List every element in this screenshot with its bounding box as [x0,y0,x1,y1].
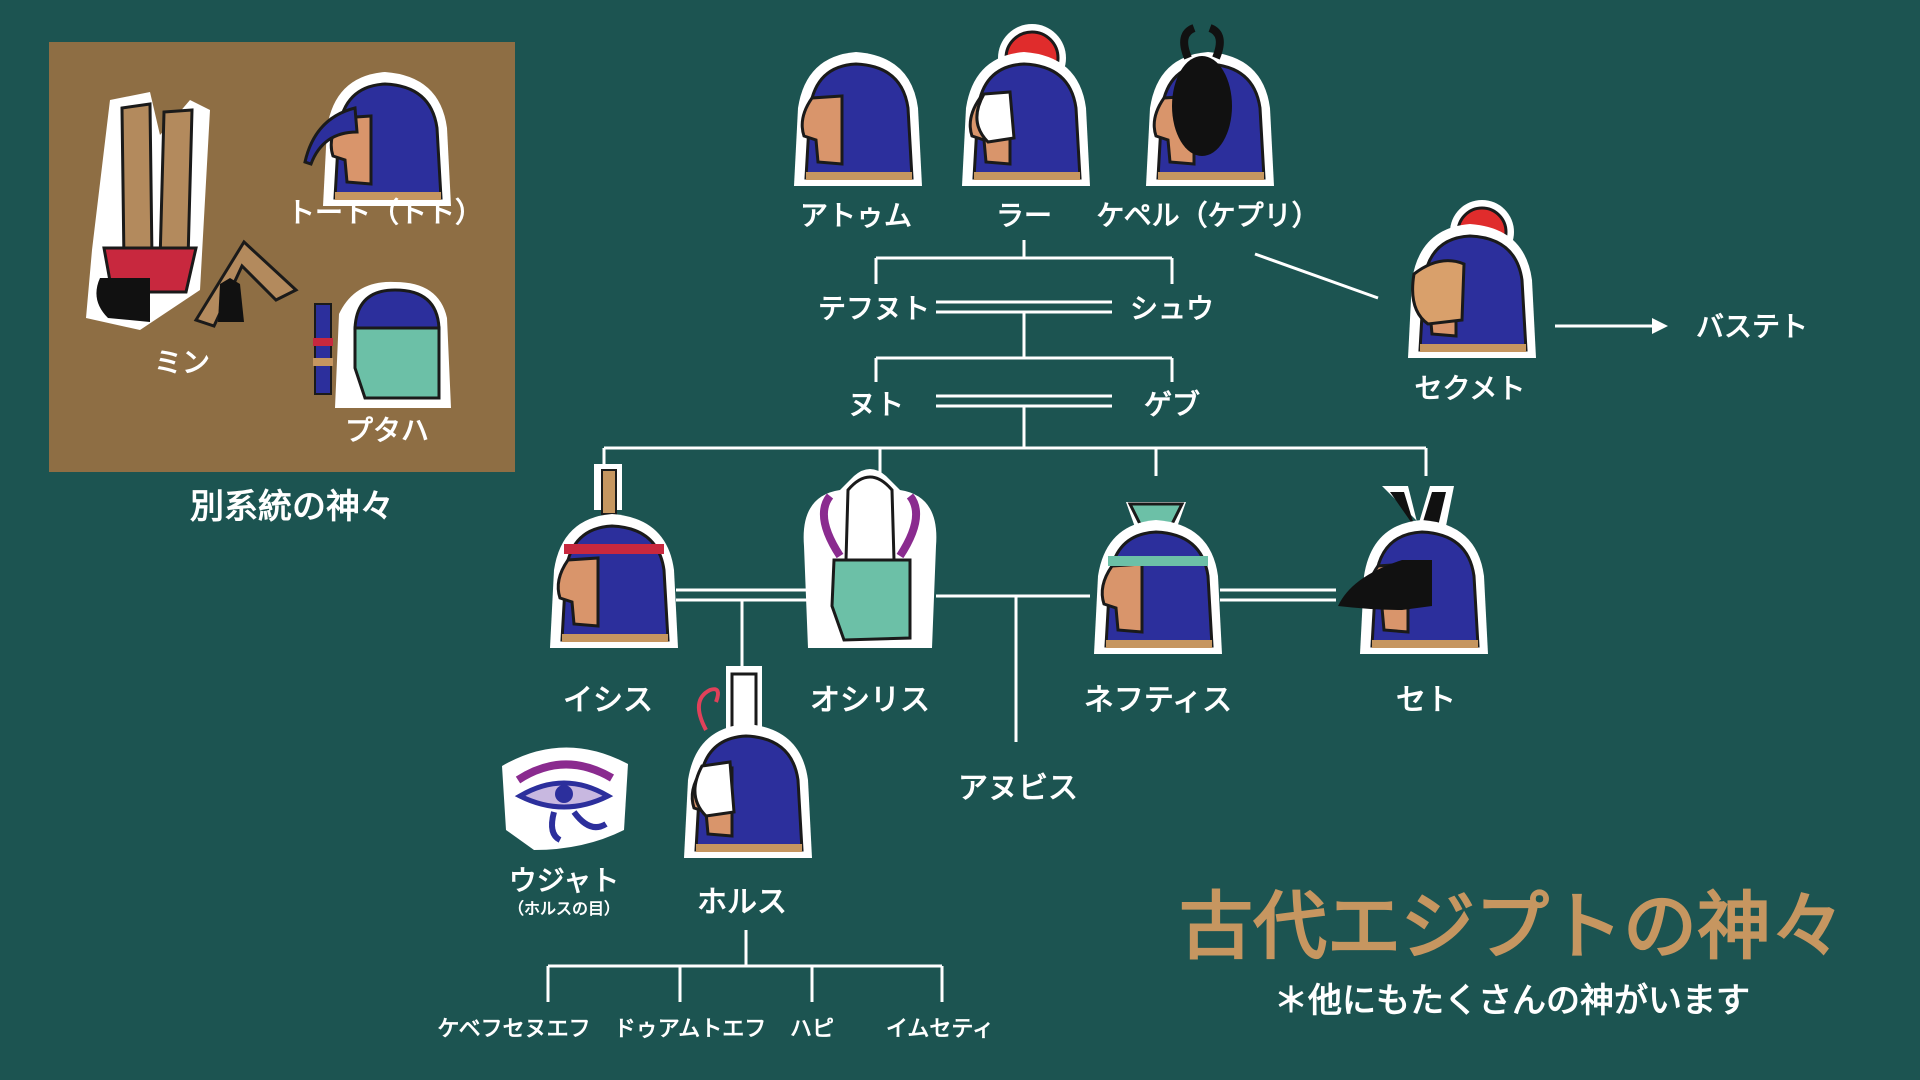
other-lineage-caption: 別系統の神々 [190,487,394,527]
god-name-nephthys: ネフティス [1084,683,1232,718]
ra-children-connector [876,240,1172,284]
horus-children-connector [548,930,942,1002]
nut-geb-children-connector [604,406,1426,476]
other-lineage-panel: ミン トート（トト） プタハ 別系統の神々 [49,42,515,527]
god-name-wadjet: ウジャト [509,864,620,897]
falcon-double-crown-icon [684,666,812,858]
arrow-head-icon [1652,318,1668,334]
god-name-anubis: アヌビス [958,771,1078,806]
god-name-min: ミン [154,346,210,379]
god-name-osiris: オシリス [810,683,930,718]
wadjet-note: （ホルスの目） [508,899,620,918]
set-animal-head-icon [1338,486,1488,654]
throne-crown-head-icon [550,464,678,648]
diagram-subtitle: ＊他にもたくさんの神がいます [1274,981,1750,1021]
god-name-tefnut: テフヌト [818,292,930,325]
god-name-bastet: バステト [1696,310,1808,343]
falcon-sun-disk-icon [962,24,1090,186]
pharaoh-head-icon [794,52,922,186]
god-name-thoth: トート（トト） [287,196,483,229]
son-of-horus-imsety: イムセティ [886,1017,994,1042]
son-of-horus-hapi: ハピ [790,1017,834,1042]
god-name-sekhmet: セクメト [1415,372,1526,405]
khepri-sekhmet-line [1255,254,1378,298]
osiris-nephthys-anubis-connector [936,596,1090,742]
god-name-geb: ゲブ [1144,388,1200,421]
scarab-head-icon [1146,28,1274,186]
house-basket-crown-head-icon [1094,502,1222,654]
god-name-isis: イシス [563,683,653,718]
eye-of-horus-icon [502,747,628,850]
son-of-horus-duamutef: ドゥアムトエフ [614,1017,766,1042]
god-name-horus: ホルス [697,885,787,920]
marriage-line-nephthys-set [1220,590,1336,600]
god-name-khepri: ケペル（ケプリ） [1096,199,1319,232]
god-name-atum: アトゥム [800,199,912,232]
son-of-horus-qebehsenuef: ケベフセヌエフ [437,1017,590,1042]
marriage-line-tefnut-shu [936,302,1112,312]
god-name-ra: ラー [996,199,1052,232]
diagram-title: 古代エジプトの神々 [1179,884,1845,970]
god-name-nut: ヌト [848,388,904,421]
god-name-shu: シュウ [1130,292,1214,325]
god-name-ptah: プタハ [345,414,429,447]
marriage-line-nut-geb [936,396,1112,406]
marriage-line-isis-osiris [676,590,808,600]
lioness-sun-disk-icon [1408,200,1536,358]
atef-crown-head-icon [804,469,937,648]
god-name-set: セト [1396,683,1456,718]
